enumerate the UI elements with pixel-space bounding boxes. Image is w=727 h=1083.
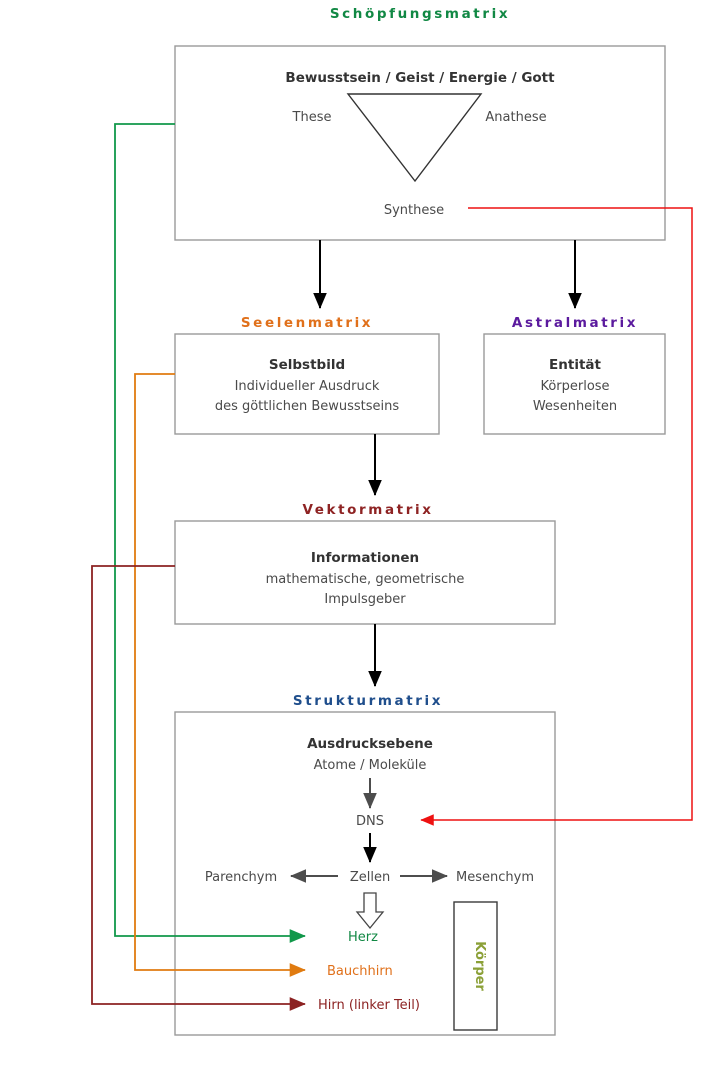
seelen-line-1: Individueller Ausdruck bbox=[235, 379, 380, 394]
label-these: These bbox=[292, 110, 332, 125]
label-parenchym: Parenchym bbox=[205, 870, 277, 885]
seelenmatrix-box bbox=[174, 333, 440, 435]
title-astralmatrix: Astralmatrix bbox=[512, 315, 638, 331]
connector-synthese-to-dns bbox=[420, 207, 693, 826]
label-anathese: Anathese bbox=[485, 110, 546, 125]
label-mesenchym: Mesenchym bbox=[456, 870, 534, 885]
label-herz: Herz bbox=[348, 930, 378, 945]
seelen-line-2: des göttlichen Bewusstseins bbox=[215, 399, 400, 414]
label-koerper: Körper bbox=[472, 941, 487, 991]
vektormatrix-box bbox=[174, 520, 556, 625]
title-vektormatrix: Vektormatrix bbox=[302, 502, 433, 518]
connector-vektor-to-hirn bbox=[91, 565, 306, 1011]
synthesis-triangle bbox=[346, 93, 483, 183]
astral-heading: Entität bbox=[549, 357, 601, 373]
vektor-line-2: Impulsgeber bbox=[324, 592, 406, 607]
astral-line-2: Wesenheiten bbox=[533, 399, 617, 414]
seelen-heading: Selbstbild bbox=[269, 357, 345, 373]
struktur-line-1: Atome / Moleküle bbox=[314, 758, 427, 773]
vektor-line-1: mathematische, geometrische bbox=[266, 572, 465, 587]
label-bauchhirn: Bauchhirn bbox=[327, 964, 393, 979]
struktur-heading: Ausdrucksebene bbox=[307, 736, 433, 752]
title-schoepfungsmatrix: Schöpfungsmatrix bbox=[330, 6, 510, 22]
label-zellen: Zellen bbox=[350, 870, 390, 885]
koerper-box bbox=[453, 901, 498, 1031]
title-strukturmatrix: Strukturmatrix bbox=[293, 693, 443, 709]
vektor-heading: Informationen bbox=[311, 550, 419, 566]
title-seelenmatrix: Seelenmatrix bbox=[241, 315, 373, 331]
label-synthese: Synthese bbox=[384, 203, 444, 218]
connector-schoepfung-to-herz bbox=[114, 123, 306, 943]
label-hirn-linker-teil: Hirn (linker Teil) bbox=[318, 998, 420, 1013]
hollow-arrow-zellen-to-herz bbox=[355, 892, 385, 930]
schoepfung-heading: Bewusstsein / Geist / Energie / Gott bbox=[285, 70, 555, 86]
astral-line-1: Körperlose bbox=[540, 379, 609, 394]
connector-seelen-to-bauchhirn bbox=[134, 373, 306, 977]
label-dns: DNS bbox=[356, 814, 384, 829]
astralmatrix-box bbox=[483, 333, 666, 435]
